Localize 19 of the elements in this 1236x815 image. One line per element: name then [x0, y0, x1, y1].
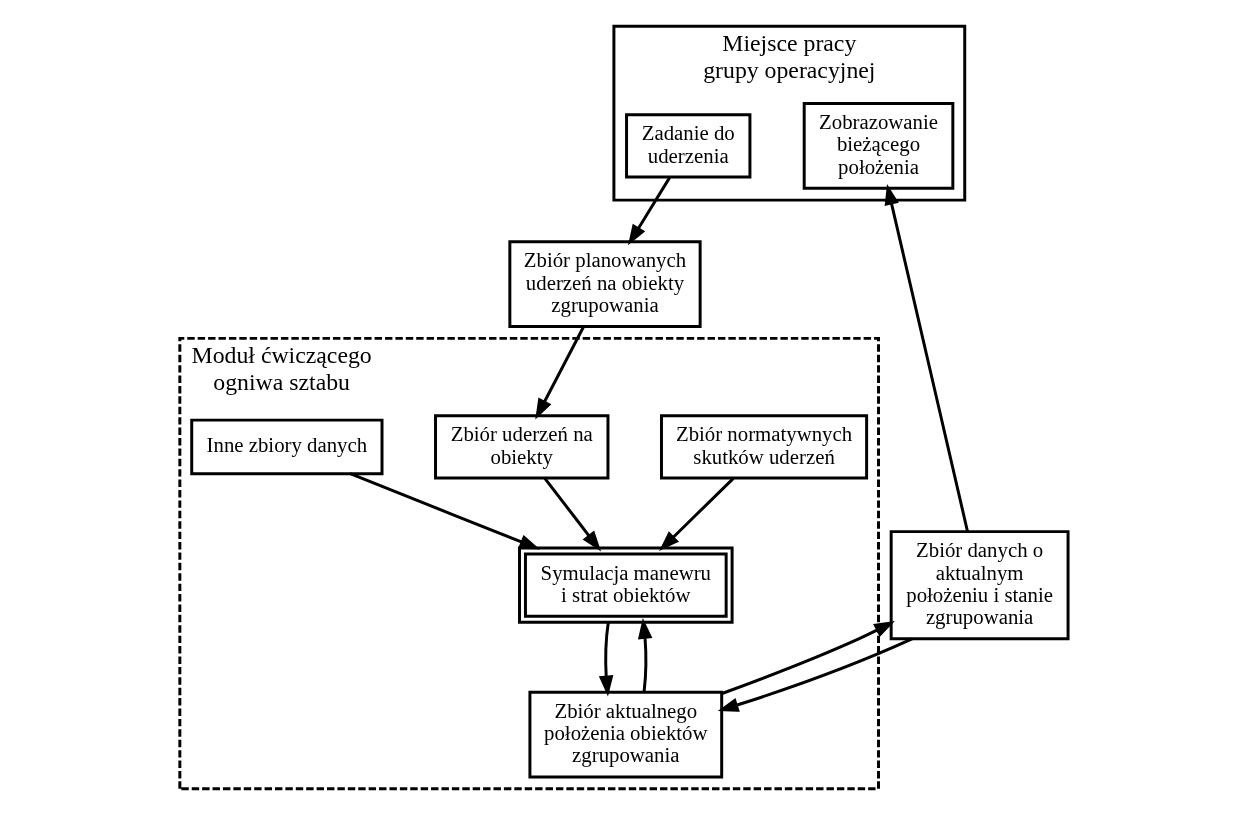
node-box: Zbiór planowanych uderzeń na obiekty zgrupowania: [508, 240, 702, 328]
node-box: Zbiór normatywnych skutków uderzeń: [660, 414, 869, 480]
node-box: Zbiór aktualnego położenia obiektów zgrupowania: [528, 690, 724, 779]
node-box: Zbiór uderzeń na obiekty: [434, 414, 610, 480]
arrow: [535, 326, 585, 420]
node-box: Inne zbiory danych: [190, 418, 384, 476]
arrow: [637, 618, 653, 693]
arrow: [543, 477, 602, 552]
arrow: [349, 472, 541, 550]
node-box: Zbiór danych o aktualnym położeniu i stanie zgrupowania: [889, 530, 1070, 641]
arrow: [717, 637, 913, 712]
node-box: Zobrazowanie bieżącego położenia: [802, 102, 955, 190]
node-box: Symulacja manewru i strat obiektów: [518, 546, 734, 624]
arrow: [659, 477, 735, 552]
arrow: [884, 184, 969, 532]
arrow: [628, 176, 672, 246]
node-box: Zadanie do uderzenia: [625, 113, 752, 179]
arrow: [598, 622, 614, 697]
arrow: [721, 621, 895, 695]
